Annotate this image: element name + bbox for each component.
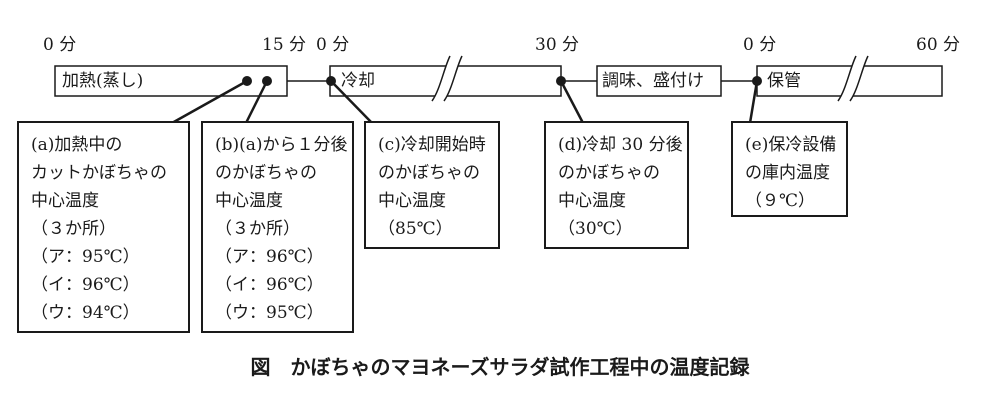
pointer-line-b [244, 80, 269, 124]
box-line: 中心温度 [215, 191, 283, 211]
measurement-dot-b [262, 76, 272, 86]
box-line: （３か所） [31, 219, 116, 239]
segment-heating-label: 加熱(蒸し) [62, 71, 144, 91]
box-line: 中心温度 [558, 191, 626, 211]
box-line: (a)加熱中の [31, 135, 123, 155]
break-mark [431, 55, 463, 102]
annotation-box-d: (d)冷却 30 分後 のかぼちゃの 中心温度 （30℃） [544, 121, 689, 249]
annotation-box-e: (e)保冷設備 の庫内温度 （９℃） [731, 121, 848, 217]
box-line: カットかぼちゃの [31, 163, 167, 183]
segment-seasoning-label: 調味、盛付け [602, 71, 704, 91]
annotation-box-b: (b)(a)から１分後 のかぼちゃの 中心温度 （３か所） （ア：96℃） （イ… [201, 121, 354, 333]
box-line: のかぼちゃの [215, 163, 317, 183]
box-line: (b)(a)から１分後 [215, 135, 348, 155]
measurement-dot-a [242, 76, 252, 86]
box-line: （９℃） [745, 191, 816, 211]
box-line: （ア：95℃） [31, 247, 140, 267]
box-line: （イ：96℃） [215, 275, 324, 295]
segment-storage-label: 保管 [767, 71, 801, 91]
measurement-dot-e [752, 76, 762, 86]
box-line: 中心温度 [378, 191, 446, 211]
pointer-line-d [559, 80, 585, 124]
tick-storage-end: 60 分 [916, 35, 961, 55]
annotation-box-a: (a)加熱中の カットかぼちゃの 中心温度 （３か所） （ア：95℃） （イ：9… [17, 121, 190, 333]
box-line: のかぼちゃの [558, 163, 660, 183]
pointer-line-a [171, 79, 248, 125]
box-line: （ウ：95℃） [215, 303, 324, 323]
measurement-dot-c [326, 76, 336, 86]
box-line: (c)冷却開始時 [378, 135, 486, 155]
box-line: のかぼちゃの [378, 163, 480, 183]
tick-cooling-start: 0 分 [316, 35, 350, 55]
pointer-line-c [330, 80, 373, 124]
tick-heating-end: 15 分 [262, 35, 307, 55]
figure-caption: 図 かぼちゃのマヨネーズサラダ試作工程中の温度記録 [250, 355, 750, 379]
pointer-line-e [748, 80, 759, 124]
tick-cooling-end: 30 分 [535, 35, 580, 55]
box-line: (d)冷却 30 分後 [558, 135, 683, 155]
box-line: (e)保冷設備 [745, 135, 837, 155]
box-line: （30℃） [558, 219, 633, 239]
box-line: （85℃） [378, 219, 453, 239]
measurement-dot-d [556, 76, 566, 86]
tick-heating-start: 0 分 [43, 35, 77, 55]
tick-storage-start: 0 分 [743, 35, 777, 55]
break-mark [837, 55, 869, 102]
box-line: （イ：96℃） [31, 275, 140, 295]
box-line: （３か所） [215, 219, 300, 239]
annotation-box-c: (c)冷却開始時 のかぼちゃの 中心温度 （85℃） [364, 121, 500, 249]
box-line: 中心温度 [31, 191, 99, 211]
box-line: （ウ：94℃） [31, 303, 140, 323]
box-line: の庫内温度 [745, 163, 830, 183]
segment-cooling-label: 冷却 [341, 71, 375, 91]
box-line: （ア：96℃） [215, 247, 324, 267]
